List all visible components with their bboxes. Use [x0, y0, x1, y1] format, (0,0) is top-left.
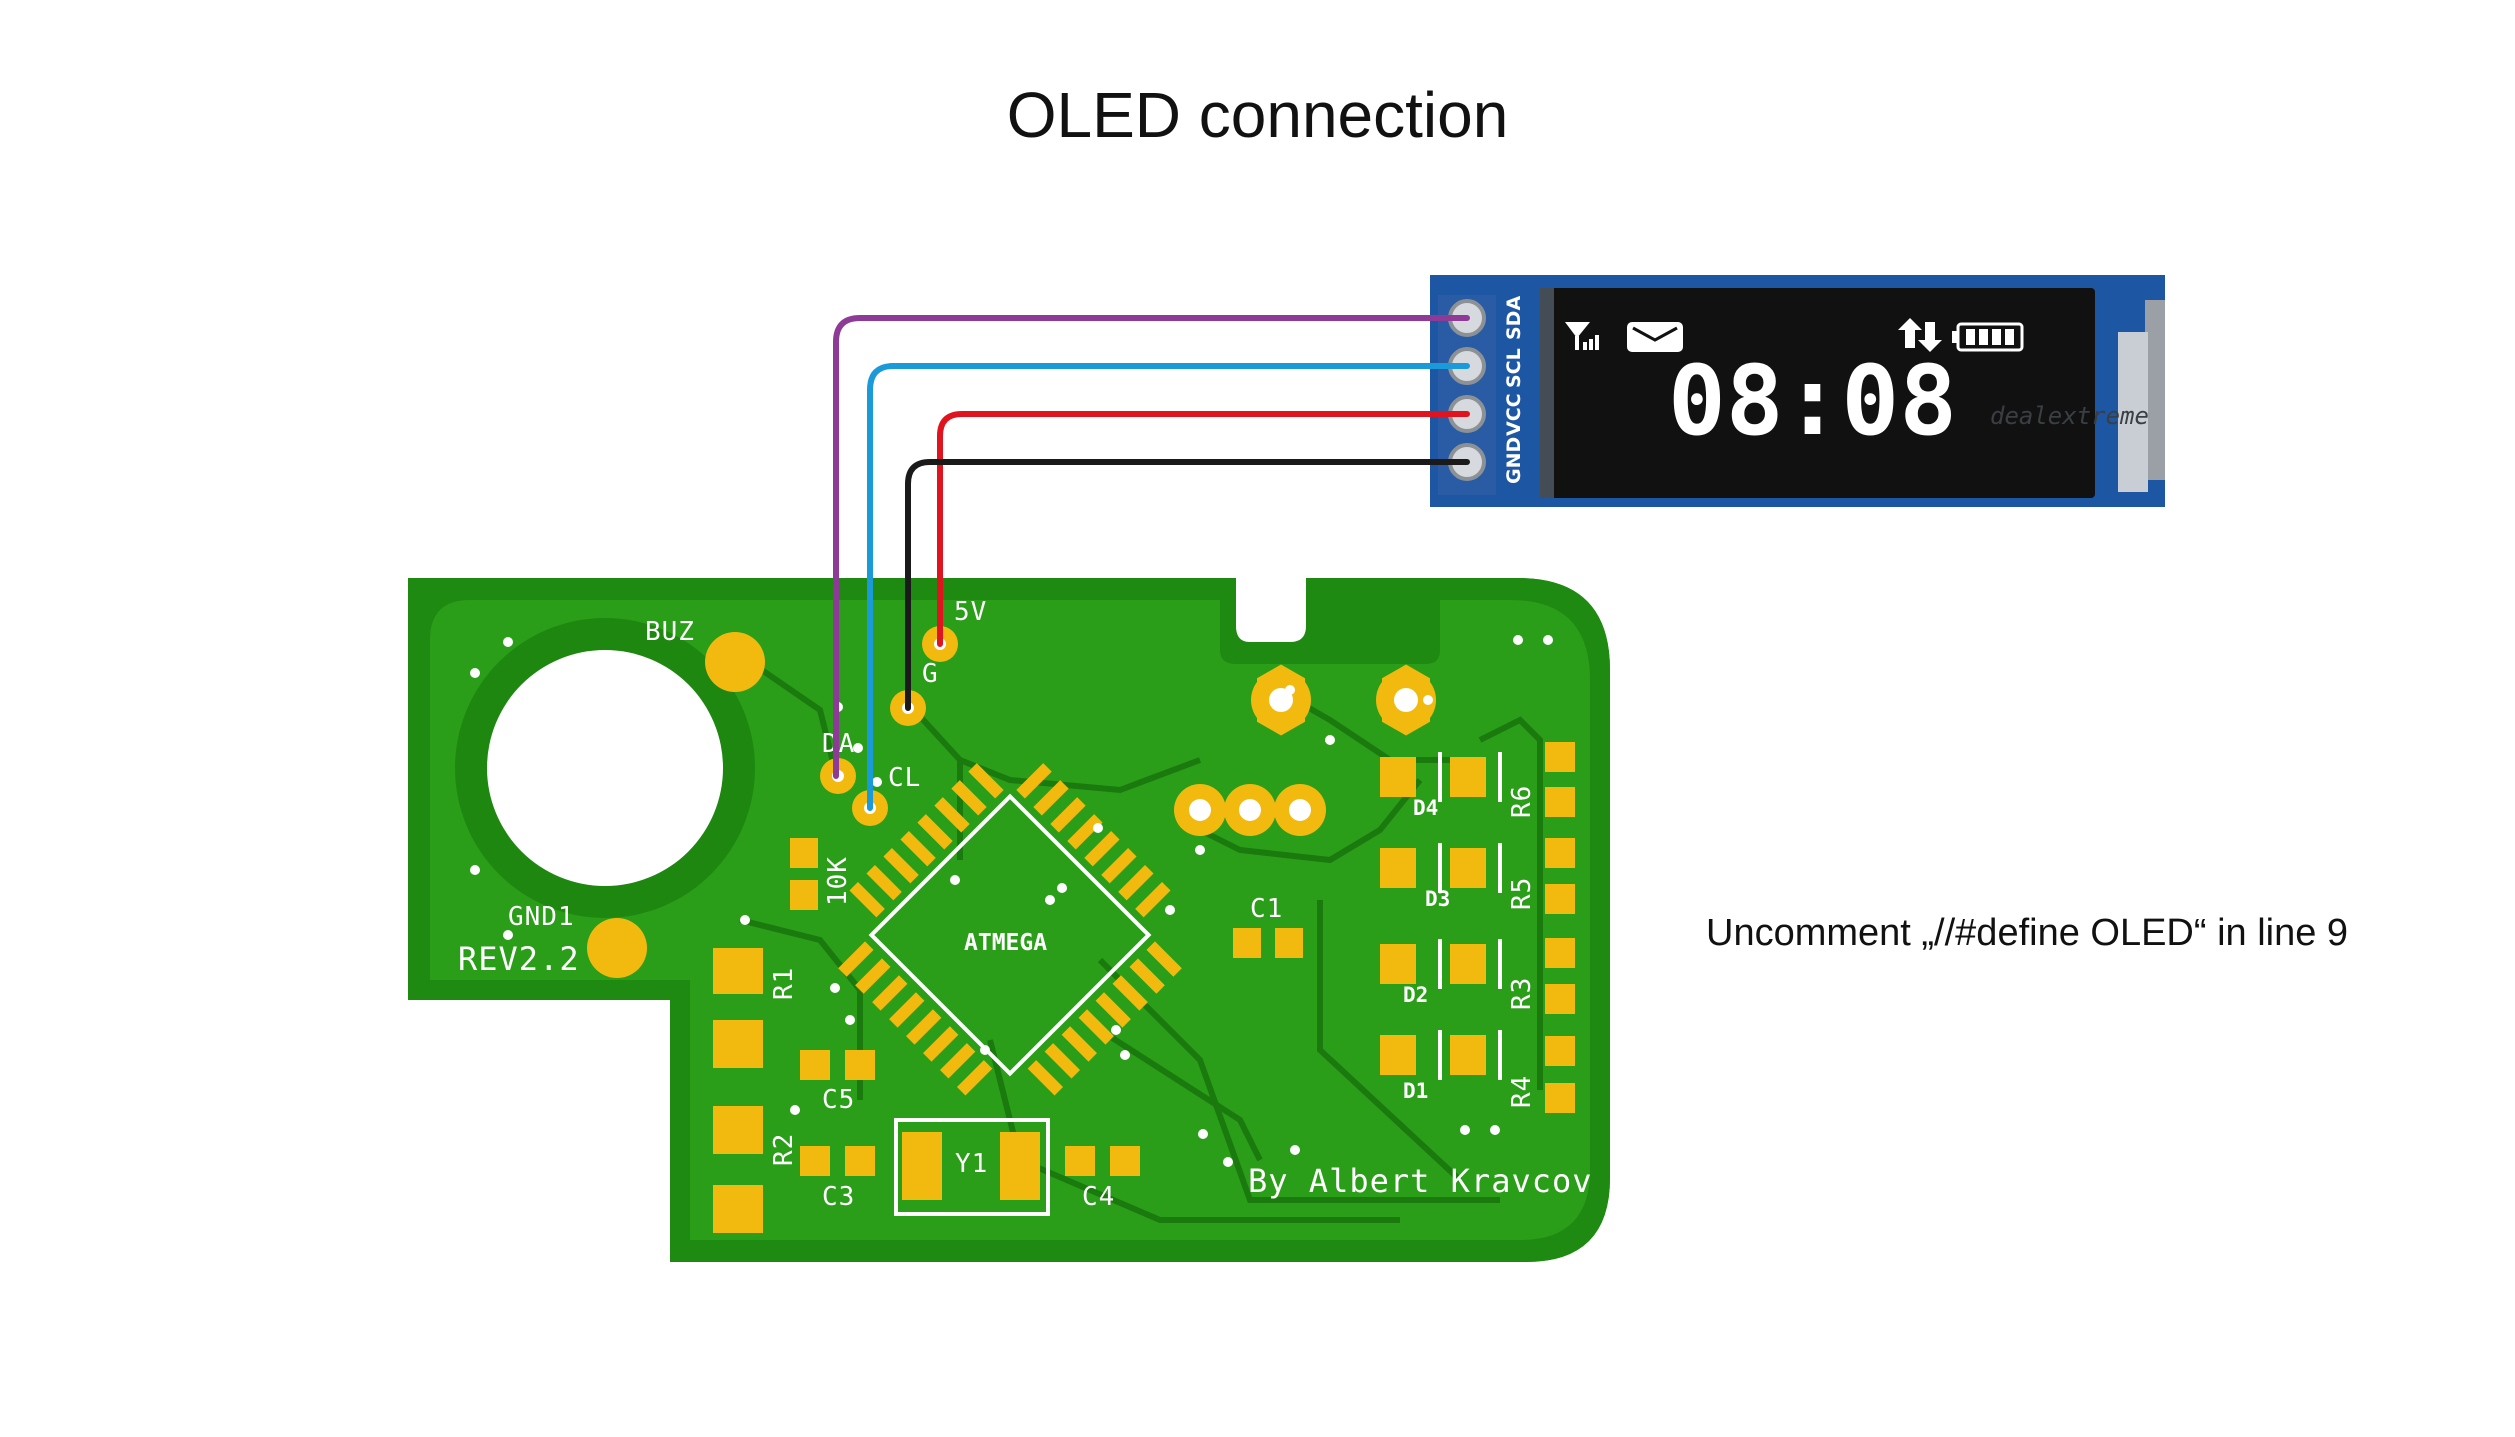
silk-r6: R6: [1507, 785, 1537, 818]
silk-revision: REV2.2: [458, 940, 580, 978]
silk-d1: D1: [1403, 1079, 1428, 1103]
silk-gnd1: GND1: [508, 902, 575, 932]
silk-r4: R4: [1507, 1075, 1537, 1108]
silk-r2: R2: [769, 1133, 799, 1166]
flex-cable: [2145, 300, 2165, 480]
crystal-outline: [894, 1118, 1050, 1216]
silk-cl: CL: [888, 763, 921, 793]
silk-author: By Albert Kravcov: [1248, 1162, 1593, 1200]
silk-d4: D4: [1413, 796, 1438, 820]
oled-pin-sda: SDA: [1503, 296, 1525, 340]
silk-c1: C1: [1250, 894, 1283, 924]
oled-pin-scl: SCL: [1503, 348, 1525, 388]
silk-5v: 5V: [954, 597, 987, 627]
wire-sda: [833, 315, 1470, 779]
vias: [470, 635, 1553, 1167]
wires: [833, 315, 1470, 811]
page-title: OLED connection: [1006, 79, 1509, 151]
pcb-board: BUZ GND1 REV2.2 DA CL G 5V 10K ATMEGA C1…: [408, 578, 1610, 1262]
led-outlines: [1438, 752, 1502, 1080]
silk-c3: C3: [822, 1182, 855, 1212]
silk-g: G: [922, 659, 939, 689]
silk-r5: R5: [1507, 877, 1537, 910]
traces: [738, 652, 1543, 1223]
silk-r1: R1: [769, 967, 799, 1000]
silk-10k: 10K: [823, 856, 853, 906]
silk-c4: C4: [1082, 1182, 1115, 1212]
instruction-note: Uncomment „//#define OLED“ in line 9: [1706, 912, 2349, 954]
silk-buz: BUZ: [645, 617, 695, 647]
signal-icon: [1565, 322, 1599, 350]
wire-scl: [867, 363, 1470, 811]
wire-gnd: [905, 459, 1470, 711]
mail-icon: [1627, 322, 1683, 352]
silk-atmega: ATMEGA: [964, 930, 1047, 956]
tht-pad-frames: [1257, 664, 1430, 736]
wire-vcc: [937, 411, 1470, 647]
oled-module: SDA SCL VCC GND: [1430, 275, 2165, 507]
copper-pads: [587, 626, 1575, 1233]
silk-d2: D2: [1403, 983, 1428, 1007]
battery-icon: [1952, 322, 2024, 352]
oled-time: 08:08: [1668, 345, 1957, 457]
transfer-icon: [1898, 318, 1942, 352]
oled-pin-gnd: GND: [1503, 437, 1525, 484]
oled-pin-vcc: VCC: [1503, 393, 1525, 436]
atmega-chip: [838, 763, 1182, 1096]
silk-y1: Y1: [955, 1149, 988, 1179]
silk-d3: D3: [1425, 887, 1450, 911]
silk-c5: C5: [822, 1085, 855, 1115]
watermark: dealextreme: [1990, 402, 2149, 430]
mounting-hole: [487, 650, 723, 886]
silk-r3: R3: [1507, 977, 1537, 1010]
